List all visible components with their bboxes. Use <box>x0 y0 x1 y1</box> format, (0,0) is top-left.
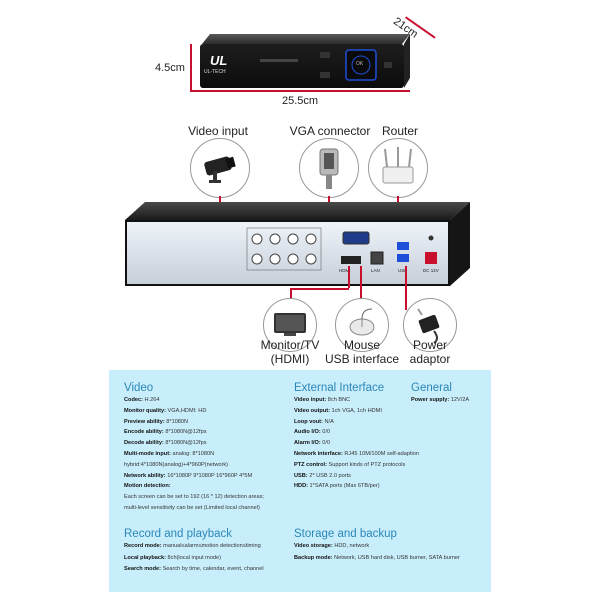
general-section-title: General <box>411 382 452 394</box>
dvr-back-figure: HDMI LAN USB DC 12V <box>115 196 485 296</box>
spec-row: Video storage: HDD, network <box>294 543 370 549</box>
spec-row: Decode ability: 8*1080N@12fps <box>124 440 207 447</box>
mouse-label-line1: Mouse <box>343 338 381 352</box>
spec-row: Search mode: Search by time, calendar, e… <box>124 566 264 572</box>
height-marker <box>190 44 192 92</box>
mouse-icon <box>349 308 375 336</box>
router-label: Router <box>381 124 419 138</box>
spec-row: Video input: 8ch BNC <box>294 397 351 403</box>
monitor-icon <box>274 313 306 336</box>
record-section-title: Record and playback <box>124 528 233 540</box>
spec-row: Power supply: 12V/2A <box>411 397 470 403</box>
hdmi-port-label: HDMI <box>339 268 351 273</box>
hdmi-line-h <box>290 288 349 290</box>
router-circle <box>368 138 428 198</box>
video-section-title: Video <box>124 382 154 394</box>
monitor-label-line2: (HDMI) <box>270 352 310 366</box>
video-spec-list: Codec: H.264 Monitor quality: VGA,HDMI: … <box>124 397 304 517</box>
spec-row: Record mode: manual≤alarm≤motion detecti… <box>124 543 261 549</box>
spec-row: Each screen can be set to 192 (16 * 12) … <box>124 494 264 501</box>
external-spec-list: Video input: 8ch BNC Video output: 1ch V… <box>294 397 424 495</box>
hdmi-line-v <box>348 266 350 288</box>
spec-row: Multi-mode input: analog: 8*1080N <box>124 450 215 457</box>
spec-row: multi-level sensitivity can be set (Limi… <box>124 504 260 511</box>
spec-row: Codec: H.264 <box>124 397 160 403</box>
vga-connector-label: VGA connector <box>289 124 371 138</box>
mouse-label: Mouse USB interface <box>318 338 406 366</box>
spec-row: Preview ability: 8*1080N <box>124 418 189 425</box>
spec-row: HDD: 1*SATA ports (Max 6TB/per) <box>294 483 380 490</box>
usb-port-label: USB <box>398 268 408 273</box>
monitor-label-line1: Monitor/TV <box>260 338 320 352</box>
router-icon <box>382 147 414 184</box>
spec-panel: Video Codec: H.264 Monitor quality: VGA,… <box>109 370 491 592</box>
spec-row: Local playback: 8ch(local input mode) <box>124 554 222 561</box>
lan-port-label: LAN <box>371 268 380 273</box>
record-spec-list: Record mode: manual≤alarm≤motion detecti… <box>124 543 289 579</box>
monitor-label: Monitor/TV (HDMI) <box>246 338 334 366</box>
width-marker <box>190 90 410 92</box>
power-label: Power adaptor <box>396 338 464 366</box>
monitor-circle <box>263 298 317 352</box>
general-spec-list: Power supply: 12V/2A <box>411 397 491 409</box>
vga-cable-icon <box>319 148 339 189</box>
power-label-line1: Power <box>412 338 447 352</box>
camera-icon <box>204 156 236 183</box>
spec-row: Audio I/O: 0/0 <box>294 429 331 436</box>
mouse-label-line2: USB interface <box>324 352 400 366</box>
spec-row: Encode ability: 8*1080N@12fps <box>124 429 207 436</box>
spec-row: Monitor quality: VGA,HDMI: HD <box>124 407 207 414</box>
power-circle <box>403 298 457 352</box>
spec-row: Network ability: 16*1080P 9*1080P 16*960… <box>124 472 253 479</box>
vga-circle <box>299 138 359 198</box>
height-label: 4.5cm <box>155 62 185 74</box>
spec-row: hybrid:4*1080N(analog)+4*960P(network) <box>124 461 229 468</box>
power-adaptor-icon <box>417 308 440 344</box>
dvr-front-image <box>200 34 410 88</box>
spec-row: Video output: 1ch VGA, 1ch HDMI <box>294 407 382 414</box>
storage-spec-list: Video storage: HDD, network Backup mode:… <box>294 543 484 567</box>
spec-row: Network interface: RJ45 10M/100M self-ad… <box>294 450 420 457</box>
brand-logo: UL <box>210 53 228 68</box>
spec-row: Backup mode: Network, USB hard disk, USB… <box>294 554 460 561</box>
mouse-circle <box>335 298 389 352</box>
dvr-back-image <box>125 202 470 286</box>
dc-port-label: DC 12V <box>423 268 439 273</box>
usb-line <box>360 266 362 310</box>
power-label-line2: adaptor <box>409 352 451 366</box>
spec-row: PTZ control: Support kinds of PTZ protoc… <box>294 461 406 468</box>
spec-row: USB: 2* USB 2.0 ports <box>294 472 351 479</box>
brand-name: UL-TECH <box>204 69 226 75</box>
ok-button: OK <box>356 61 364 67</box>
spec-row: Loop vout: N/A <box>294 418 334 425</box>
external-section-title: External Interface <box>294 382 385 394</box>
storage-section-title: Storage and backup <box>294 528 397 540</box>
width-label: 25.5cm <box>282 95 319 107</box>
video-input-label: Video input <box>188 124 248 138</box>
dvr-front-figure: UL UL-TECH OK <box>180 20 440 110</box>
spec-row: Alarm I/O: 0/0 <box>294 440 331 447</box>
camera-circle <box>190 138 250 198</box>
spec-row: Motion detection: <box>124 483 171 490</box>
power-line-v <box>405 266 407 310</box>
